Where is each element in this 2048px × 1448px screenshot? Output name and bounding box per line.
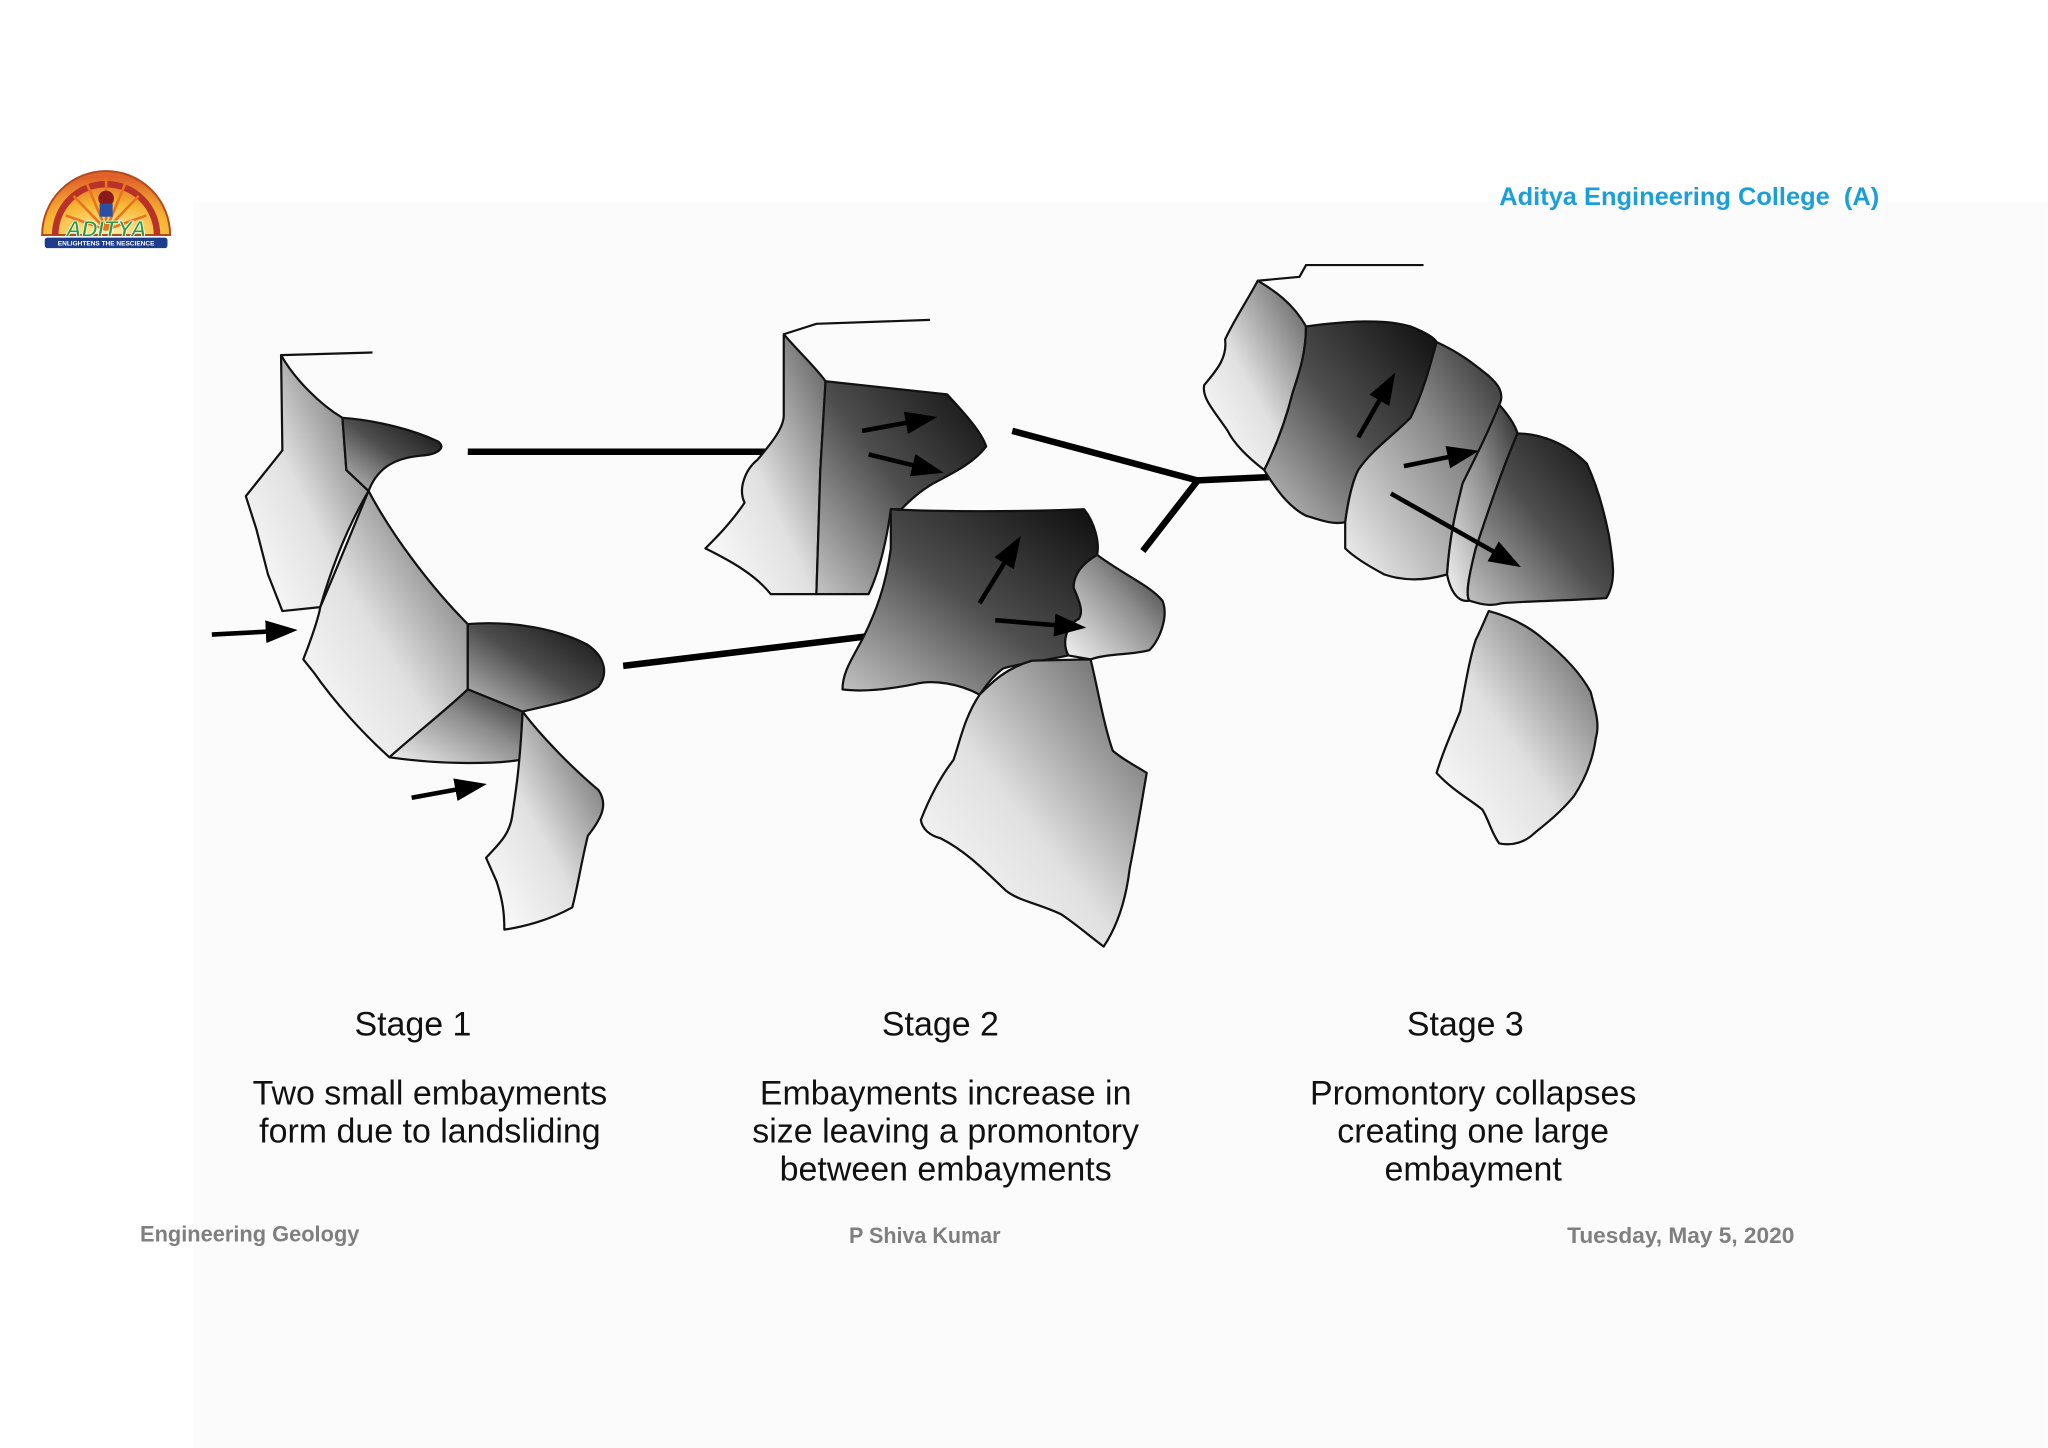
stage-3-diagram	[1202, 263, 1615, 846]
stage-1-left-arrow-icon	[211, 620, 298, 644]
stage-1-diagram	[211, 351, 606, 931]
logo-name: ADITYA	[65, 216, 147, 241]
stage-2-description-line-2: size leaving a promontory	[752, 1112, 1139, 1150]
stage-1-lower-embayment	[466, 622, 606, 713]
stage-3-title: Stage 3	[1407, 1005, 1524, 1043]
logo-banner	[44, 237, 168, 249]
stage-2-description-line-1: Embayments increase in	[760, 1075, 1132, 1113]
stage-1-middle-cliff-face	[302, 489, 469, 759]
logo-tagline: ENLIGHTENS THE NESCIENCE	[58, 241, 155, 248]
stage-2-description-line-3: between embayments	[780, 1150, 1112, 1188]
stage-1-upper-cliff-face	[244, 354, 370, 613]
stage-3-lower-cliff-face	[1435, 609, 1599, 846]
college-logo-icon: ADITYA ENLIGHTENS THE NESCIENCE	[41, 170, 172, 249]
stage-3-arrow-3-icon	[1389, 491, 1521, 568]
stage-2-diagram	[704, 318, 1166, 948]
stage-1-lower-arrow-icon	[411, 778, 487, 801]
stage-3-caption: Stage 3 Promontory collapses creating on…	[1310, 1005, 1636, 1188]
stage-1-cliff-top-line	[281, 351, 373, 357]
stage-1-lower-cliff-face	[484, 710, 605, 931]
stage-1-description-line-1: Two small embayments	[253, 1075, 608, 1113]
stage-1-upper-embayment	[341, 416, 443, 493]
stage-3-description-line-3: embayment	[1384, 1150, 1562, 1188]
stage-1-title: Stage 1	[354, 1005, 471, 1043]
stage-1-caption: Stage 1 Two small embayments form due to…	[253, 1005, 608, 1150]
stage-2-title: Stage 2	[882, 1005, 999, 1043]
stage-1-description-line-2: form due to landsliding	[259, 1112, 600, 1150]
stage-2-caption: Stage 2 Embayments increase in size leav…	[752, 1005, 1139, 1188]
stage-2-arrow-1-icon	[861, 411, 938, 435]
stage-2-lower-cliff-face	[919, 658, 1148, 948]
stage-1-slump-block	[388, 688, 524, 765]
footer-presenter: P Shiva Kumar	[849, 1223, 1001, 1248]
college-name: Aditya Engineering College (A)	[1499, 184, 1879, 211]
footer-subject: Engineering Geology	[140, 1222, 360, 1247]
stage-2-arrow-3-icon	[977, 536, 1021, 605]
stage-2-cliff-top-line	[783, 318, 931, 336]
stage-3-description-line-2: creating one large	[1337, 1112, 1609, 1150]
footer-date: Tuesday, May 5, 2020	[1567, 1223, 1794, 1248]
stage-2-arrow-4-icon	[995, 613, 1087, 637]
stage-3-description-line-1: Promontory collapses	[1310, 1075, 1636, 1113]
stage-3-cliff-top-line	[1257, 263, 1424, 282]
stage-3-arrow-1-icon	[1356, 372, 1396, 439]
stage-2-arrow-2-icon	[868, 452, 944, 477]
stage-2-upper-embayment	[815, 380, 988, 596]
stage-3-arrow-2-icon	[1403, 445, 1480, 469]
